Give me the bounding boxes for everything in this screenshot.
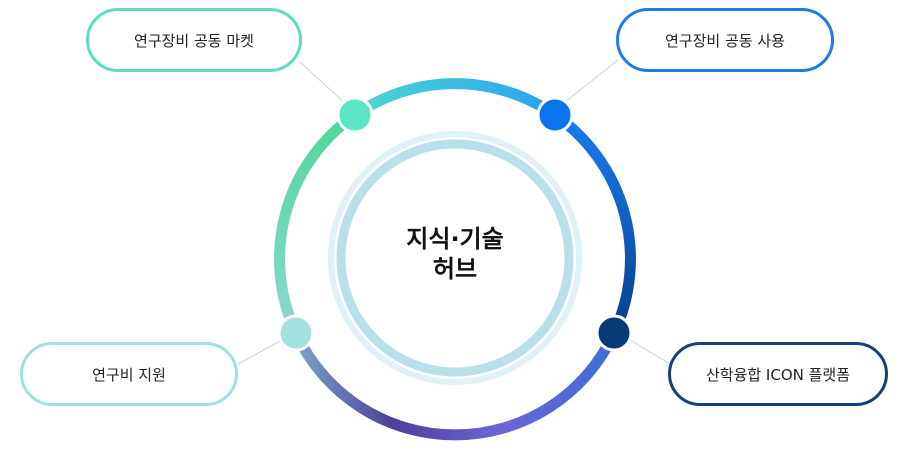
outer-ring [274,78,636,441]
ring-arc-bottom [291,330,619,441]
hub-title: 지식·기술 허브 [355,224,555,284]
connector-usage [559,59,619,107]
node-label-icon-platform[interactable]: 산학융합 ICON 플랫폼 [668,342,888,406]
ring-arc-left [274,110,359,336]
node-dot-icon[interactable] [595,314,633,352]
node-label-usage[interactable]: 연구장비 공동 사용 [616,8,834,72]
connector-market [299,61,349,107]
hub-title-line1: 지식·기술 [406,225,504,253]
node-label-funding[interactable]: 연구비 지원 [20,342,238,406]
hub-title-line2: 허브 [432,255,478,283]
ring-arc-right [551,110,636,336]
node-dot-funding[interactable] [277,314,315,352]
ring-arc-top [351,78,559,120]
node-dot-usage[interactable] [536,96,574,134]
connector-icon [629,339,671,365]
connector-funding [237,339,283,365]
hub-inner-ring [336,139,574,377]
node-label-market[interactable]: 연구장비 공동 마켓 [86,8,302,72]
node-dot-market[interactable] [336,96,374,134]
